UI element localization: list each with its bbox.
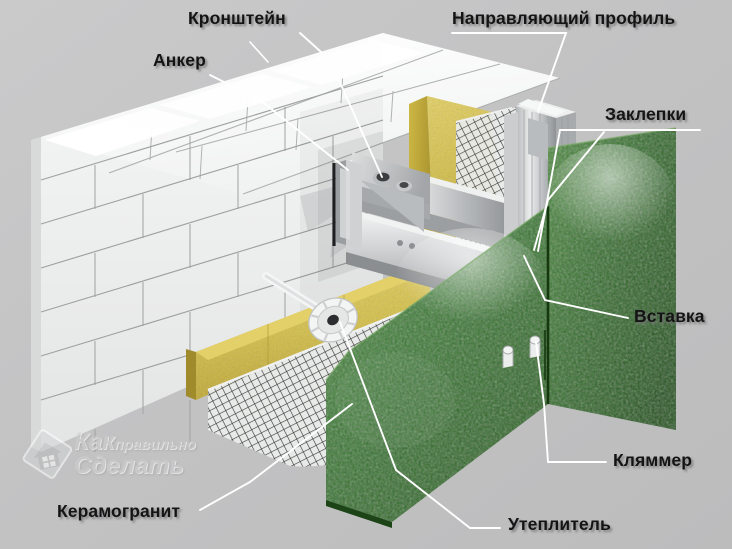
label-rivets: Заклепки bbox=[605, 104, 687, 124]
leader-lines bbox=[199, 32, 701, 529]
label-insulation: Утеплитель bbox=[508, 514, 611, 534]
granite-panels bbox=[325, 127, 678, 528]
watermark-line1b: правильно bbox=[114, 436, 196, 453]
label-insert: Вставка bbox=[634, 306, 705, 326]
watermark: Какправильно Сделать bbox=[22, 428, 232, 490]
label-guide-profile: Направляющий профиль bbox=[452, 8, 676, 28]
anchor-dowel bbox=[262, 272, 358, 343]
label-anchor: Анкер bbox=[153, 50, 206, 70]
label-porcelain-tile: Керамогранит bbox=[57, 501, 181, 521]
watermark-line2: Сделать bbox=[74, 452, 184, 480]
label-clamp: Кляммер bbox=[613, 450, 693, 470]
watermark-line1: Как bbox=[74, 428, 115, 455]
house-icon bbox=[22, 429, 73, 479]
label-bracket: Кронштейн bbox=[188, 8, 286, 28]
